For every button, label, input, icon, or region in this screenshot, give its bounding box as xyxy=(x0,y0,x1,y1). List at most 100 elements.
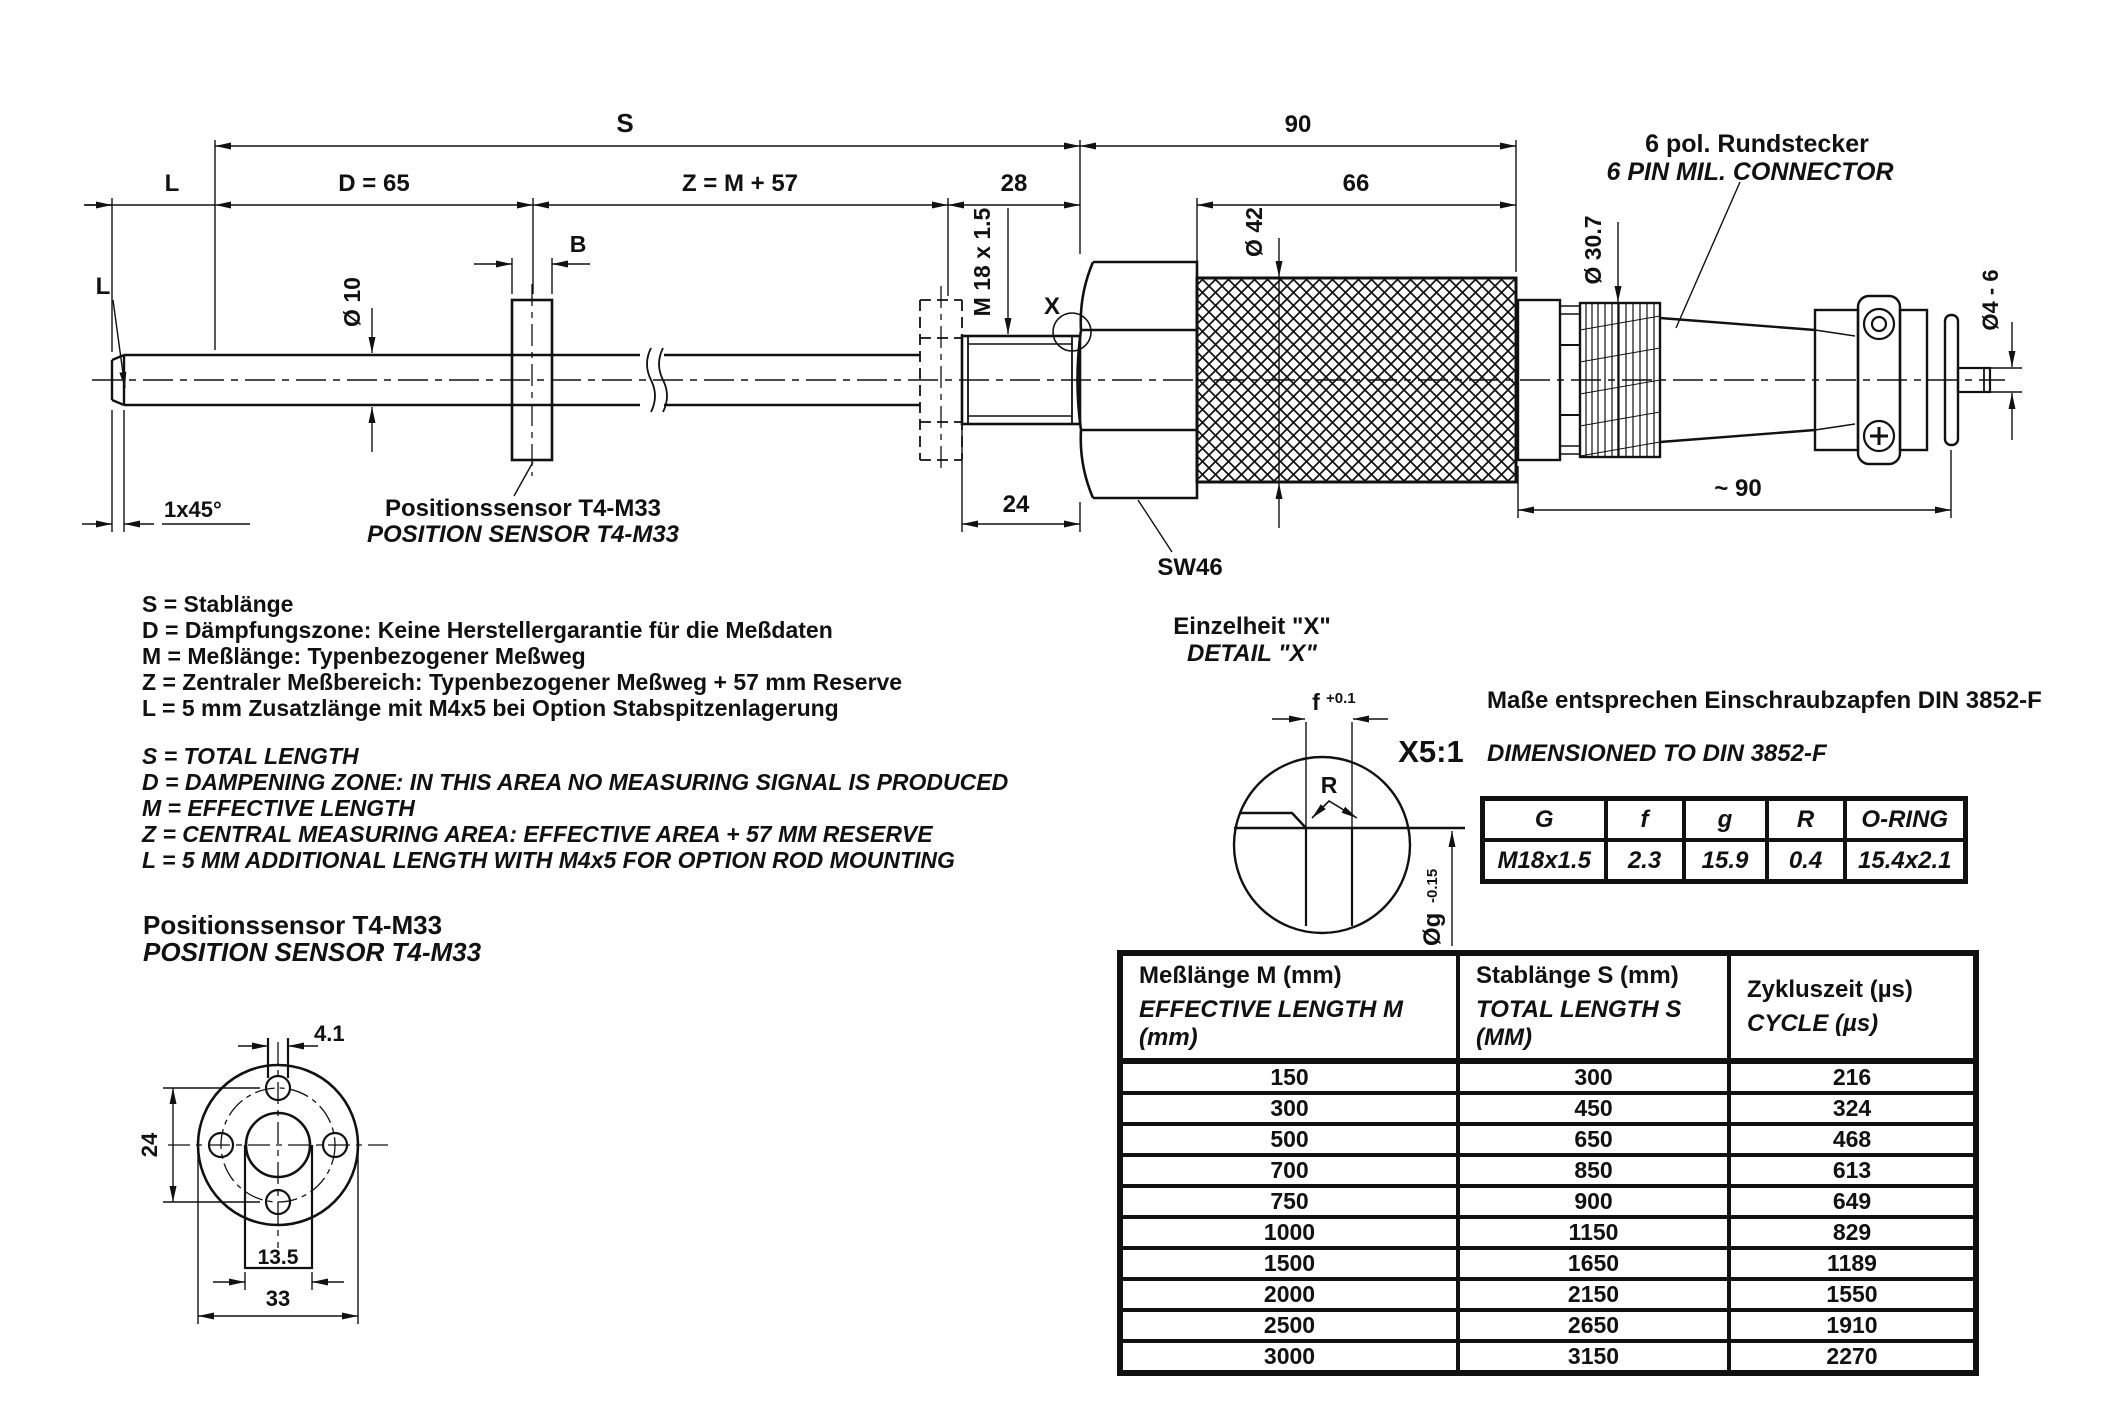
flange-dim-od: 33 xyxy=(266,1286,290,1311)
fit-value-g2: 15.9 xyxy=(1681,838,1769,884)
flange-dim-holes: 24 xyxy=(137,1132,162,1157)
fit-header-oring: O-RING xyxy=(1842,796,1968,842)
dimension-row-second xyxy=(84,198,1516,352)
fit-header-g: G xyxy=(1480,796,1608,842)
l-leader-label: L xyxy=(96,273,111,300)
detail-g-label: Øg xyxy=(1419,913,1446,946)
fit-value-r: 0.4 xyxy=(1764,838,1847,884)
fit-table: G f g R O-RING M18x1.5 2.3 15.9 0.4 15.4… xyxy=(1480,796,1968,884)
cell-cycle: 2270 xyxy=(1727,1339,1978,1375)
sw46-label: SW46 xyxy=(1157,554,1222,581)
dim-s: S xyxy=(616,108,633,138)
fit-value-g: M18x1.5 xyxy=(1480,838,1608,884)
flange-front-view: Positionssensor T4-M33 POSITION SENSOR T… xyxy=(143,910,482,1324)
detail-r-label: R xyxy=(1321,772,1338,798)
connector-label-en: 6 PIN MIL. CONNECTOR xyxy=(1606,158,1893,186)
svg-text:D = Dämpfungszone: Keine Herst: D = Dämpfungszone: Keine Herstellergaran… xyxy=(142,617,833,643)
cell-cycle: 829 xyxy=(1727,1215,1978,1250)
sw46-label-group: SW46 xyxy=(1137,499,1223,581)
dim-28: 28 xyxy=(1001,170,1028,197)
rod-break-symbol xyxy=(646,347,668,413)
main-header-cycle-en: CYCLE (µs) xyxy=(1747,1010,1879,1037)
dim-dia46: Ø4 - 6 xyxy=(1978,269,2003,330)
dim-24: 24 xyxy=(1003,491,1030,518)
cell-cycle: 613 xyxy=(1727,1153,1978,1188)
cell-m: 500 xyxy=(1118,1122,1460,1157)
fit-table-header-row: G f g R O-RING xyxy=(1480,796,1968,842)
main-header-m-en: EFFECTIVE LENGTH M (mm) xyxy=(1139,996,1403,1051)
dim-24-group xyxy=(961,428,1081,532)
fit-value-f: 2.3 xyxy=(1603,838,1686,884)
detail-circle xyxy=(1232,755,1412,935)
position-sensor-magnet xyxy=(510,284,554,497)
detail-f-tol: +0.1 xyxy=(1326,690,1356,707)
cell-cycle: 1910 xyxy=(1727,1308,1978,1343)
cell-s: 450 xyxy=(1456,1091,1731,1126)
dim-chamfer-group xyxy=(82,410,250,532)
dim-chamfer: 1x45° xyxy=(164,497,222,522)
dim-approx90-group xyxy=(1517,450,1952,518)
cell-s: 1150 xyxy=(1456,1215,1731,1250)
detail-scale: X5:1 xyxy=(1398,734,1463,769)
dim-dia307: Ø 30.7 xyxy=(1580,215,1606,284)
cell-cycle: 649 xyxy=(1727,1184,1978,1219)
detail-x-circle-marker xyxy=(1052,312,1092,352)
svg-text:M = EFFECTIVE LENGTH: M = EFFECTIVE LENGTH xyxy=(142,795,415,821)
cell-s: 300 xyxy=(1456,1059,1731,1095)
detail-g-tol: -0.15 xyxy=(1424,869,1441,903)
cell-s: 1650 xyxy=(1456,1246,1731,1281)
flange-title-de: Positionssensor T4-M33 xyxy=(143,910,442,940)
detail-x-letter: X xyxy=(1044,293,1060,320)
cell-cycle: 468 xyxy=(1727,1122,1978,1157)
flange-title-en: POSITION SENSOR T4-M33 xyxy=(143,937,482,967)
cell-m: 1000 xyxy=(1118,1215,1460,1250)
detail-title-en: DETAIL "X" xyxy=(1187,640,1318,667)
main-header-s: Stablänge S (mm) TOTAL LENGTH S (MM) xyxy=(1456,951,1731,1064)
cell-m: 1500 xyxy=(1118,1246,1460,1281)
main-header-cycle-de: Zykluszeit (µs) xyxy=(1747,976,1913,1003)
main-header-s-en: TOTAL LENGTH S (MM) xyxy=(1476,996,1682,1051)
connector-label-de: 6 pol. Rundstecker xyxy=(1645,130,1869,158)
l-leader-group: L xyxy=(96,273,127,389)
dim-b: B xyxy=(570,231,587,257)
dim-d65: D = 65 xyxy=(338,170,409,197)
fit-header-g2: g xyxy=(1681,796,1769,842)
svg-text:Z = CENTRAL MEASURING AREA: EF: Z = CENTRAL MEASURING AREA: EFFECTIVE AR… xyxy=(141,821,933,847)
svg-text:M = Meßlänge: Typenbezogener M: M = Meßlänge: Typenbezogener Meßweg xyxy=(142,643,586,669)
cell-m: 3000 xyxy=(1118,1339,1460,1375)
flange-dim-tab: 13.5 xyxy=(258,1246,299,1269)
dim-90: 90 xyxy=(1285,111,1312,138)
dim-thread: M 18 x 1.5 xyxy=(969,207,995,316)
main-header-m: Meßlänge M (mm) EFFECTIVE LENGTH M (mm) xyxy=(1118,951,1460,1064)
dim-approx90: ~ 90 xyxy=(1714,475,1761,502)
svg-text:S = TOTAL LENGTH: S = TOTAL LENGTH xyxy=(142,743,359,769)
legend-english: S = TOTAL LENGTH D = DAMPENING ZONE: IN … xyxy=(141,743,1008,873)
connector-assembly xyxy=(1516,294,1992,466)
cell-m: 700 xyxy=(1118,1153,1460,1188)
svg-text:L = 5 MM ADDITIONAL LENGTH WIT: L = 5 MM ADDITIONAL LENGTH WITH M4x5 FOR… xyxy=(142,847,955,873)
cell-m: 2500 xyxy=(1118,1308,1460,1343)
main-table: Meßlänge M (mm) EFFECTIVE LENGTH M (mm) … xyxy=(1117,950,1979,1376)
knurled-body xyxy=(1195,276,1518,484)
cell-s: 2150 xyxy=(1456,1277,1731,1312)
cell-s: 900 xyxy=(1456,1184,1731,1219)
fit-header-f: f xyxy=(1603,796,1686,842)
screw-top xyxy=(1862,307,1896,341)
cell-s: 3150 xyxy=(1456,1339,1731,1375)
svg-text:Z = Zentraler Meßbereich: Type: Z = Zentraler Meßbereich: Typenbezogener… xyxy=(142,669,902,695)
sensor-label-leader xyxy=(513,461,534,497)
svg-text:S = Stablänge: S = Stablänge xyxy=(142,591,293,617)
sensor-label-en: POSITION SENSOR T4-M33 xyxy=(367,521,680,548)
cell-s: 2650 xyxy=(1456,1308,1731,1343)
fit-table-value-row: M18x1.5 2.3 15.9 0.4 15.4x2.1 xyxy=(1480,838,1968,884)
cell-s: 850 xyxy=(1456,1153,1731,1188)
cell-s: 650 xyxy=(1456,1122,1731,1157)
detail-x-view: Einzelheit "X" DETAIL "X" R f +0.1 X5:1 … xyxy=(1173,613,1465,946)
